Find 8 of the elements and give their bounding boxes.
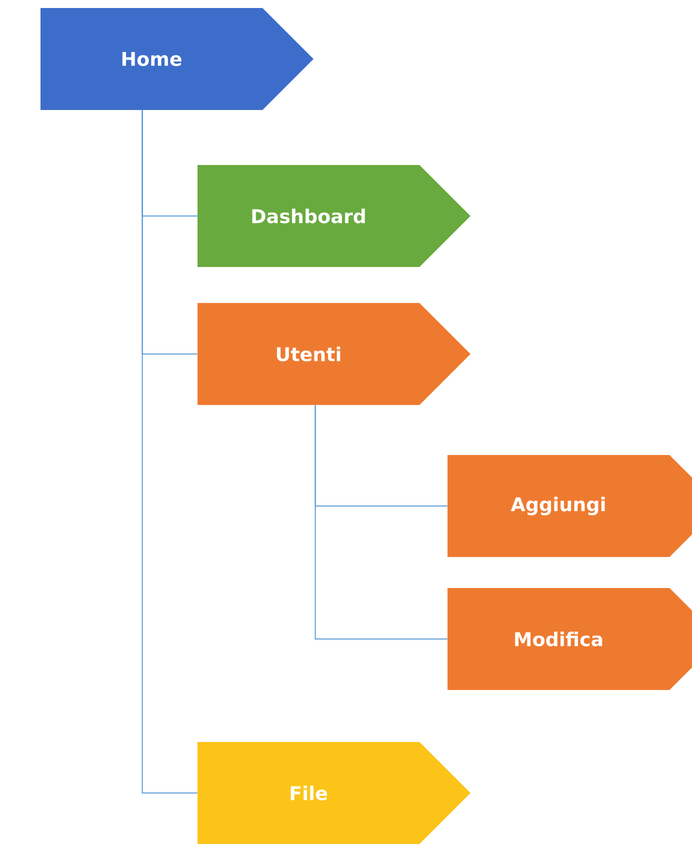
- arrow-box: Home: [40, 8, 314, 110]
- arrow-box: Modifica: [448, 588, 692, 690]
- arrow-box: Dashboard: [198, 165, 470, 267]
- arrow-box: Utenti: [198, 303, 470, 405]
- arrow-box: File: [198, 742, 470, 844]
- connector-line: [142, 110, 198, 794]
- connector-line: [314, 404, 448, 640]
- arrow-box: Aggiungi: [448, 455, 692, 557]
